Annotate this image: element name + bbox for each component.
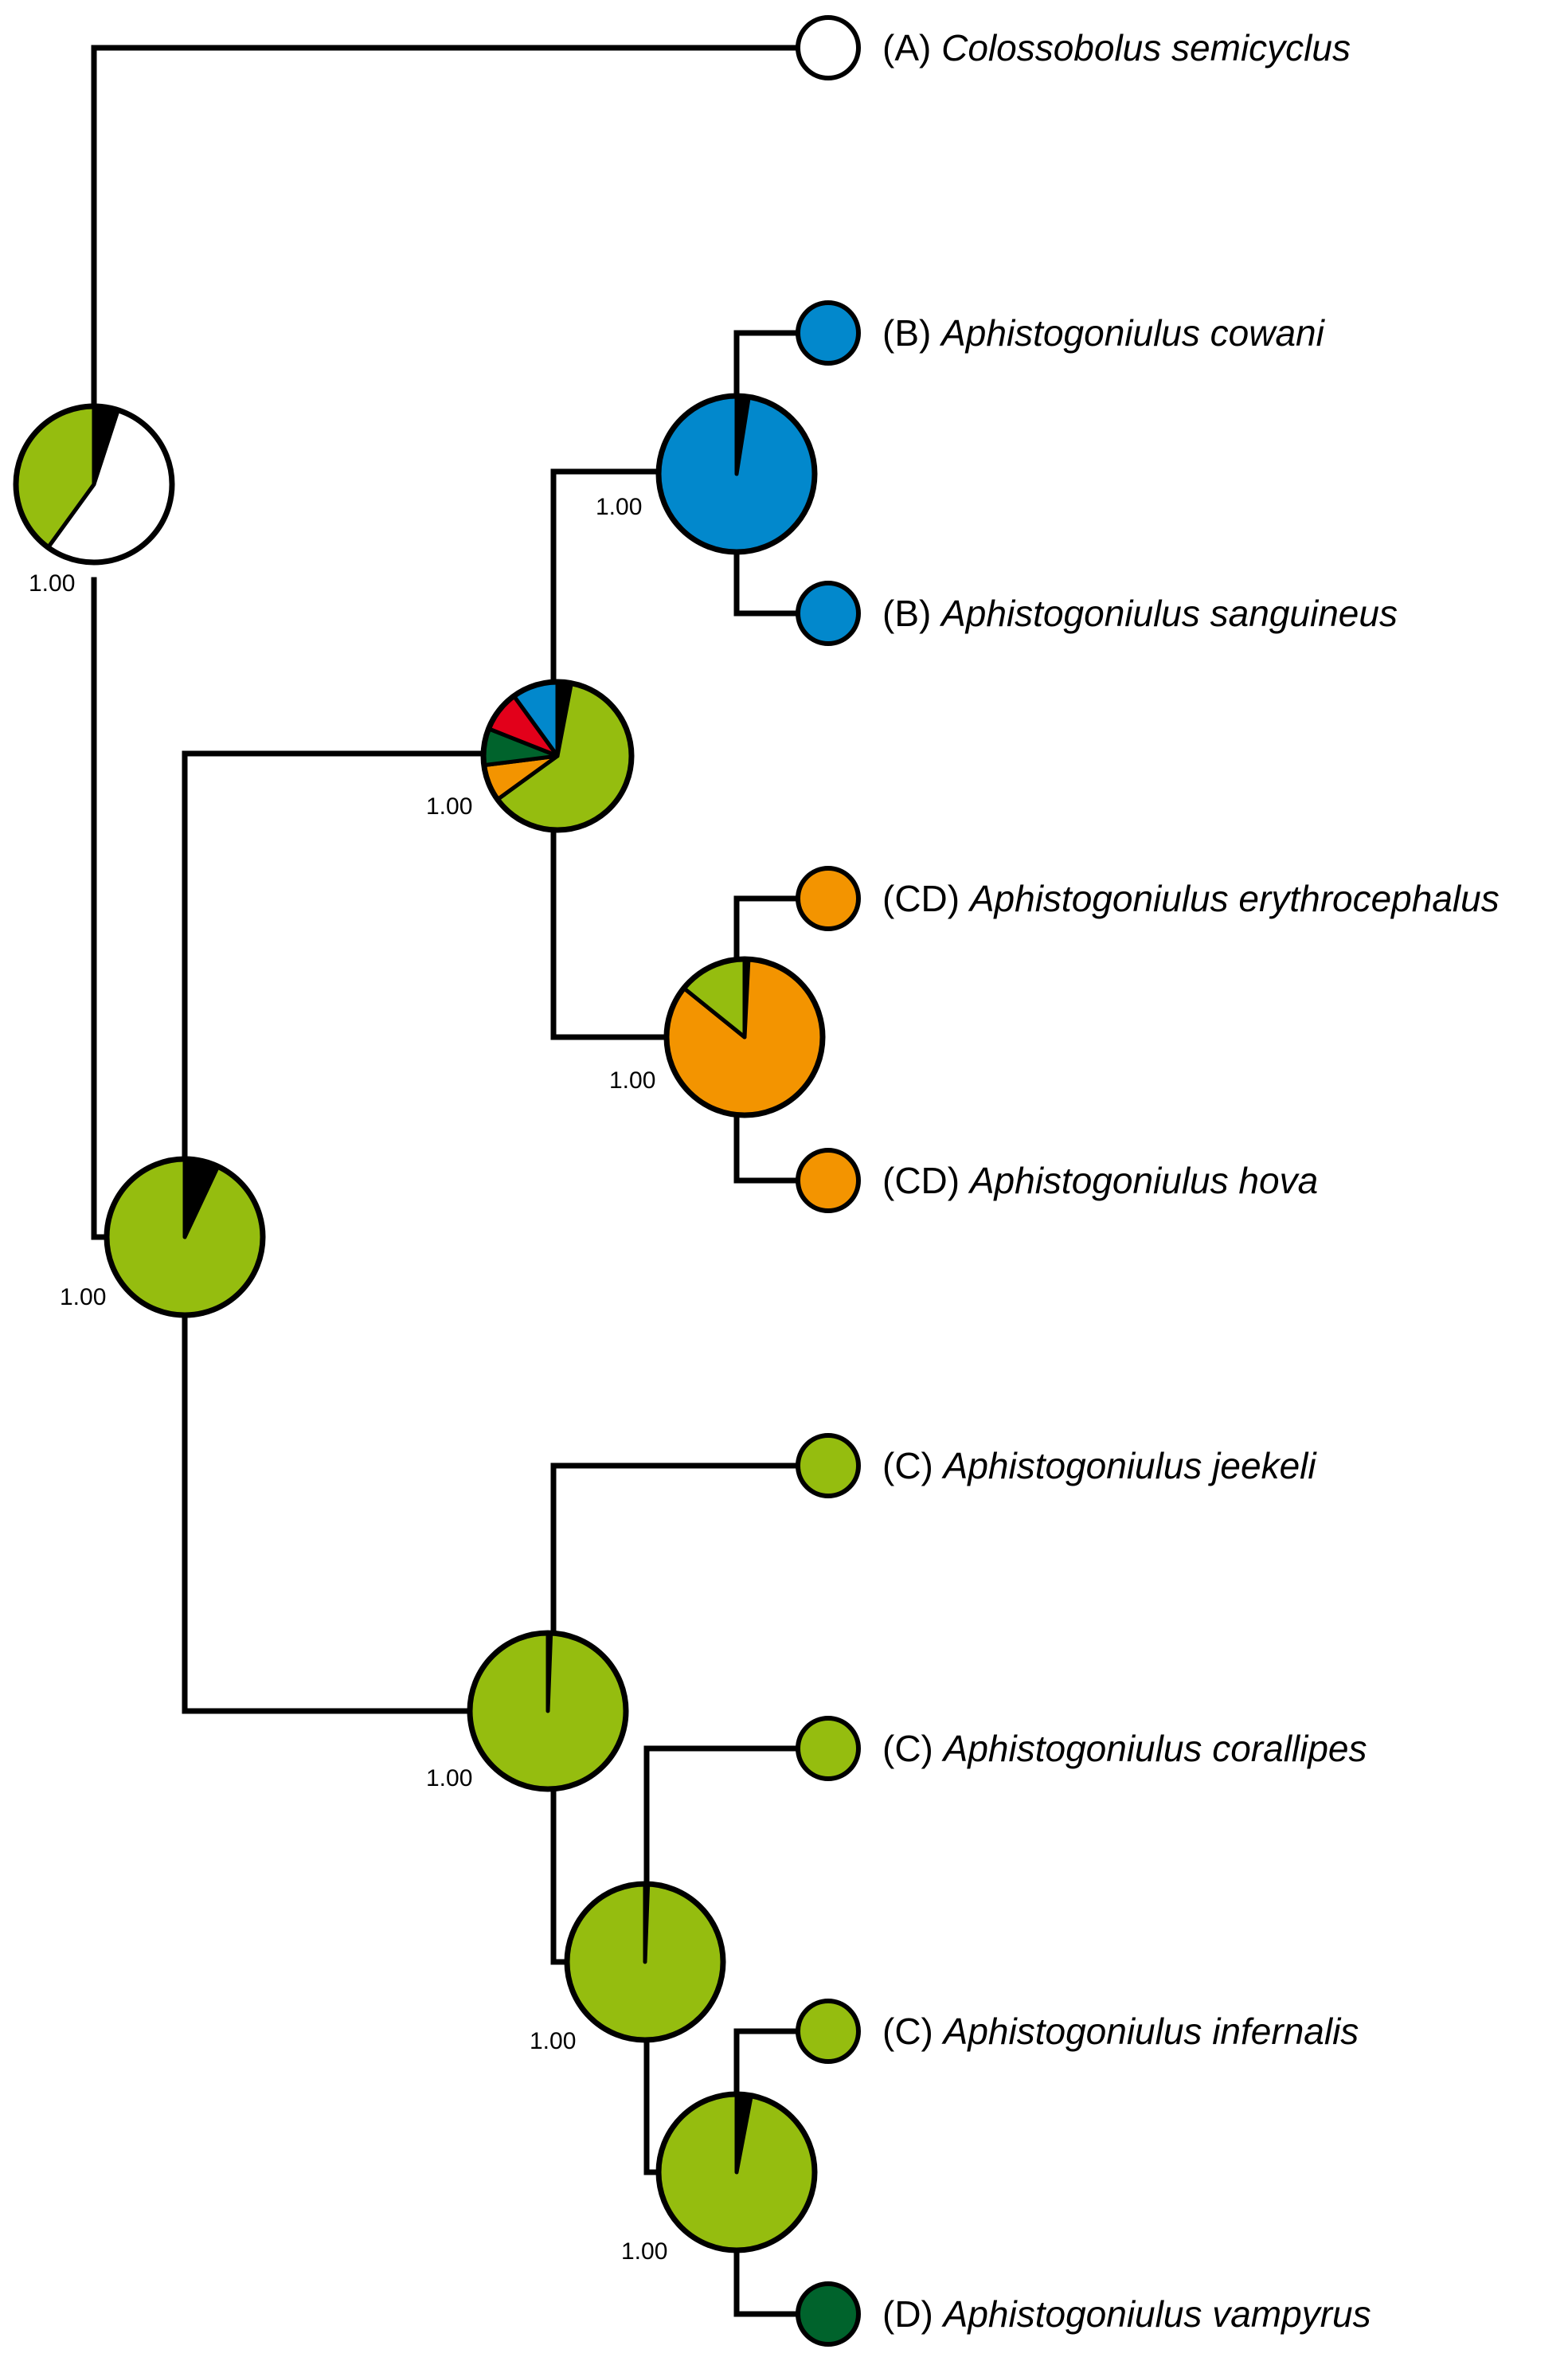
pie-outline-n8 bbox=[655, 2091, 818, 2253]
branch-n8-to-infernalis bbox=[733, 2028, 800, 2098]
tip-area-code: (C) bbox=[882, 1728, 944, 1769]
tip-state-circle-t1 bbox=[796, 15, 861, 80]
support-value-n2: 1.00 bbox=[60, 1284, 106, 1310]
tip-species-name: Aphistogoniulus jeekeli bbox=[941, 1445, 1318, 1486]
tip-area-code: (CD) bbox=[882, 1160, 970, 1201]
tip-area-code: (A) bbox=[882, 27, 941, 69]
node-root-pie bbox=[13, 403, 175, 566]
branch-n3-to-n4 bbox=[550, 468, 660, 687]
branch-n4-to-cowani bbox=[733, 330, 800, 401]
support-value-n7: 1.00 bbox=[530, 2028, 576, 2054]
pie-outline-n3 bbox=[480, 679, 635, 833]
tip-area-code: (CD) bbox=[882, 878, 970, 919]
tip-species-name: Aphistogoniulus hova bbox=[968, 1160, 1318, 1201]
pie-outline-n2 bbox=[104, 1156, 266, 1318]
tip-label-t1: (A) Colossobolus semicyclus bbox=[882, 27, 1351, 69]
support-value-root: 1.00 bbox=[29, 570, 75, 597]
tip-state-circle-t4 bbox=[796, 866, 861, 931]
branch-root-to-colossobolus bbox=[91, 45, 800, 446]
tip-state-circle-t3 bbox=[796, 581, 861, 646]
tip-state-circle-t7 bbox=[796, 1716, 861, 1781]
branch-n4-to-sanguineus bbox=[733, 546, 800, 617]
tip-species-name: Aphistogoniulus infernalis bbox=[941, 2011, 1359, 2052]
node-n8-pie bbox=[655, 2091, 818, 2253]
support-values: 1.00 1.00 1.00 1.00 1.00 1.00 1.00 1.00 bbox=[29, 494, 667, 2265]
support-value-n5: 1.00 bbox=[609, 1067, 655, 1094]
node-n7-pie bbox=[564, 1881, 726, 2043]
tip-label-t5: (CD) Aphistogoniulus hova bbox=[882, 1160, 1318, 1201]
node-n5-pie bbox=[663, 956, 826, 1118]
node-n6-pie bbox=[467, 1630, 629, 1792]
tip-species-name: Aphistogoniulus corallipes bbox=[941, 1728, 1367, 1769]
tip-state-circle-t8 bbox=[796, 1999, 861, 2064]
support-value-n6: 1.00 bbox=[426, 1765, 472, 1791]
support-value-n4: 1.00 bbox=[596, 494, 642, 520]
tip-labels: (A) Colossobolus semicyclus (B) Aphistogo… bbox=[882, 27, 1500, 2335]
tip-species-name: Aphistogoniulus cowani bbox=[939, 312, 1326, 354]
tip-species-name: Aphistogoniulus erythrocephalus bbox=[968, 878, 1500, 919]
tip-area-code: (B) bbox=[882, 593, 941, 634]
pie-outline-root bbox=[13, 403, 175, 566]
tip-label-t3: (B) Aphistogoniulus sanguineus bbox=[882, 593, 1398, 634]
tip-states bbox=[796, 15, 861, 2347]
branch-n8-to-vampyrus bbox=[733, 2246, 800, 2317]
node-n2-pie bbox=[104, 1156, 266, 1318]
branch-root-to-aphistogoniulus bbox=[91, 577, 108, 1240]
tip-species-name: Colossobolus semicyclus bbox=[941, 27, 1351, 69]
tip-label-t4: (CD) Aphistogoniulus erythrocephalus bbox=[882, 878, 1500, 919]
pie-outline-n6 bbox=[467, 1630, 629, 1792]
tip-area-code: (C) bbox=[882, 2011, 944, 2052]
branch-n2-to-n6 bbox=[182, 1311, 473, 1714]
tip-area-code: (B) bbox=[882, 312, 941, 354]
support-value-n8: 1.00 bbox=[621, 2238, 667, 2265]
pie-outline-n4 bbox=[655, 393, 818, 555]
tip-label-t6: (C) Aphistogoniulus jeekeli bbox=[882, 1445, 1317, 1486]
support-value-n3: 1.00 bbox=[426, 793, 472, 820]
tip-state-circle-t9 bbox=[796, 2281, 861, 2347]
tip-species-name: Aphistogoniulus sanguineus bbox=[939, 593, 1398, 634]
tip-label-t9: (D) Aphistogoniulus vampyrus bbox=[882, 2293, 1371, 2335]
branch-n2-to-n3 bbox=[182, 750, 485, 1162]
tip-label-t2: (B) Aphistogoniulus cowani bbox=[882, 312, 1326, 354]
pie-outline-n5 bbox=[663, 956, 826, 1118]
tip-state-circle-t2 bbox=[796, 300, 861, 366]
node-n3-pie bbox=[480, 679, 635, 833]
branch-n7-to-corallipes bbox=[643, 1745, 800, 1889]
pie-outline-n7 bbox=[564, 1881, 726, 2043]
tip-species-name: Aphistogoniulus vampyrus bbox=[941, 2293, 1371, 2335]
tip-area-code: (D) bbox=[882, 2293, 944, 2335]
tip-label-t8: (C) Aphistogoniulus infernalis bbox=[882, 2011, 1359, 2052]
branch-n5-to-hova bbox=[733, 1112, 800, 1184]
branch-n5-to-erythrocephalus bbox=[733, 895, 800, 964]
node-n4-pie bbox=[655, 393, 818, 555]
tip-state-circle-t5 bbox=[796, 1148, 861, 1213]
tip-area-code: (C) bbox=[882, 1445, 944, 1486]
ancestral-state-pies bbox=[13, 393, 826, 2253]
branch-n6-to-jeekeli bbox=[550, 1462, 800, 1638]
tip-state-circle-t6 bbox=[796, 1433, 861, 1498]
branch-n3-to-n5 bbox=[550, 825, 671, 1040]
tip-label-t7: (C) Aphistogoniulus corallipes bbox=[882, 1728, 1367, 1769]
